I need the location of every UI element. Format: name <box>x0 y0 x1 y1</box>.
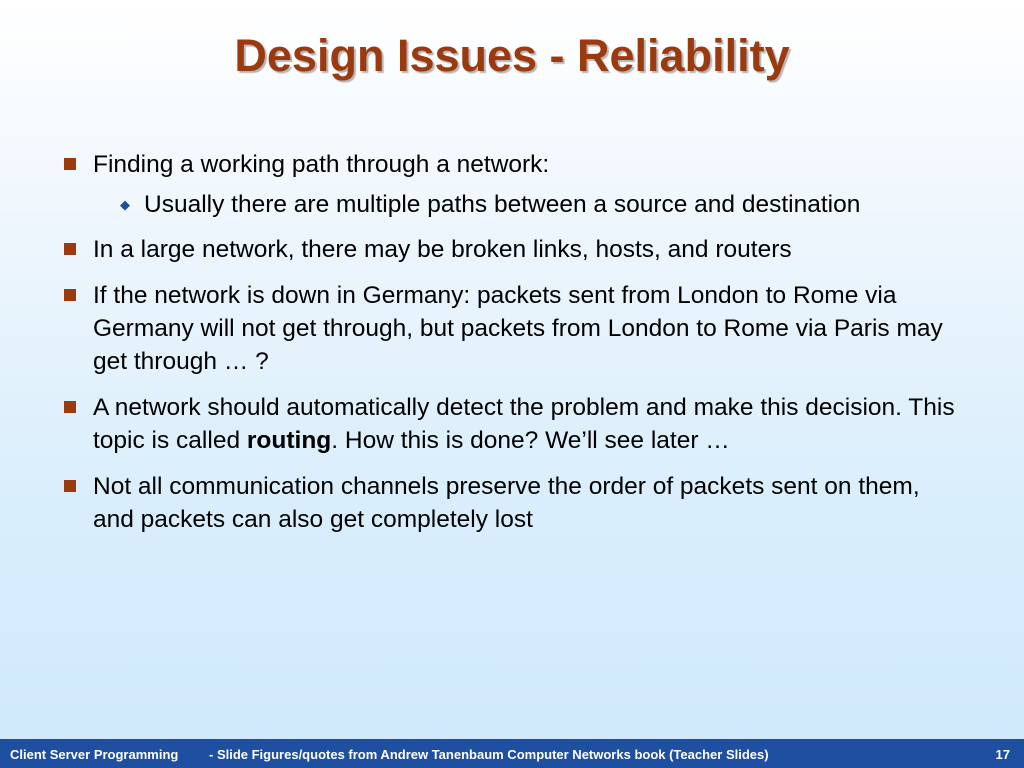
sub-bullet-text: Usually there are multiple paths between… <box>144 191 861 218</box>
bullet-item: A network should automatically detect th… <box>62 391 962 457</box>
slide-content: Finding a working path through a network… <box>62 148 962 549</box>
bullet-text: Finding a working path through a network… <box>93 151 550 178</box>
slide-title: Design Issues - Reliability <box>234 30 790 81</box>
bullet-emphasis: routing <box>246 427 332 454</box>
diamond-bullet-icon: ◆ <box>120 197 130 212</box>
bullet-item: Finding a working path through a network… <box>62 148 962 181</box>
square-bullet-icon <box>64 243 76 255</box>
bullet-text-after: . How this is done? We’ll see later … <box>331 427 730 454</box>
square-bullet-icon <box>64 158 76 170</box>
bullet-text: If the network is down in Germany: packe… <box>93 282 943 375</box>
footer-bar: Client Server Programming - Slide Figure… <box>0 739 1024 768</box>
bullet-text: Not all communication channels preserve … <box>93 473 920 533</box>
bullet-item: Not all communication channels preserve … <box>62 470 962 536</box>
bullet-item: In a large network, there may be broken … <box>62 233 962 266</box>
footer-course: Client Server Programming <box>10 747 179 762</box>
square-bullet-icon <box>64 289 76 301</box>
page-number: 17 <box>995 747 1010 762</box>
square-bullet-icon <box>64 480 76 492</box>
sub-bullet-item: ◆ Usually there are multiple paths betwe… <box>62 188 962 221</box>
square-bullet-icon <box>64 401 76 413</box>
bullet-item: If the network is down in Germany: packe… <box>62 279 962 378</box>
bullet-text-before: A network should automatically detect th… <box>93 394 955 454</box>
footer-credit: - Slide Figures/quotes from Andrew Tanen… <box>209 747 769 762</box>
bullet-text: In a large network, there may be broken … <box>93 236 792 263</box>
